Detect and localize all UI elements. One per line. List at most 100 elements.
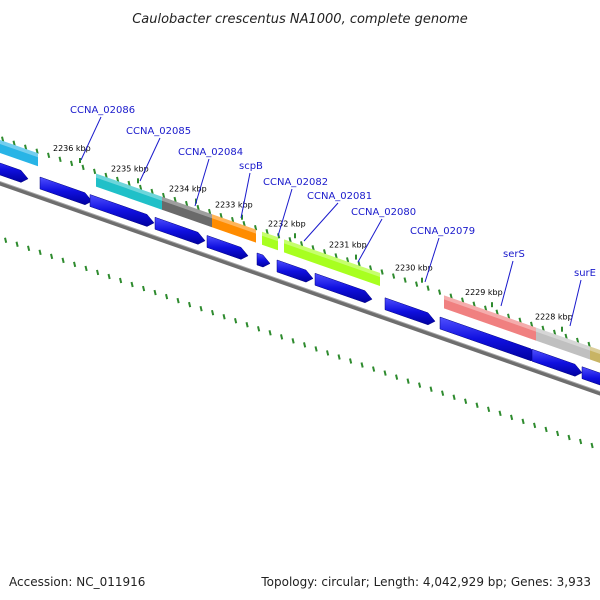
kbp-label: 2228 kbp <box>535 313 573 322</box>
gc-dot <box>268 330 272 336</box>
gene-label: serS <box>503 249 525 260</box>
gc-dot <box>291 338 295 344</box>
gene-label-group: CCNA_02085 <box>126 126 191 182</box>
feature-block <box>262 231 278 251</box>
gc-dot <box>265 229 269 235</box>
gc-dot <box>162 192 166 199</box>
gc-dot <box>449 293 453 299</box>
gene-label: CCNA_02080 <box>351 207 416 218</box>
gene-leader-line <box>240 172 251 219</box>
gc-dot <box>245 322 249 328</box>
gene-label-group: CCNA_02082 <box>263 177 328 237</box>
feature-highlight <box>536 327 590 351</box>
gc-dot <box>47 152 51 159</box>
gc-dot <box>116 176 120 183</box>
gc-dot <box>464 398 468 404</box>
gene-label-group: CCNA_02080 <box>351 207 416 263</box>
gc-dot <box>1 136 5 142</box>
gene-leader-line <box>194 158 210 207</box>
cds-track <box>0 162 600 386</box>
gc-dot <box>188 301 192 308</box>
map-title: Caulobacter crescentus NA1000, complete … <box>132 12 468 27</box>
feature-block <box>590 346 600 363</box>
gene-label: CCNA_02086 <box>70 105 135 116</box>
gc-dot <box>587 341 591 348</box>
kbp-label: 2234 kbp <box>169 185 207 194</box>
cds-arrow <box>581 366 600 386</box>
gc-dot <box>544 426 548 433</box>
feature-highlight <box>0 140 38 158</box>
gc-dot <box>360 362 364 368</box>
gene-label: CCNA_02079 <box>410 226 475 237</box>
feature-body <box>96 173 162 210</box>
cds-arrow <box>0 162 29 183</box>
gc-dot <box>475 402 479 409</box>
gc-dot <box>495 309 499 316</box>
gc-dot <box>507 313 511 320</box>
gc-dot <box>498 410 502 417</box>
gc-dot <box>372 366 376 372</box>
feature-block <box>96 173 162 210</box>
gene-label: CCNA_02084 <box>178 147 243 158</box>
kbp-label: 2231 kbp <box>329 241 367 250</box>
gc-dot <box>415 281 419 287</box>
gc-dot <box>12 140 16 146</box>
backbone <box>0 180 600 396</box>
gc-dot <box>176 297 180 304</box>
feature-body <box>444 295 536 341</box>
gc-dot <box>403 277 407 283</box>
gc-dot <box>142 285 146 292</box>
gene-leader-line <box>80 116 102 161</box>
gc-dot <box>4 237 8 243</box>
gc-dot <box>426 285 430 291</box>
gene-label: scpB <box>239 161 263 172</box>
cds-arrow <box>276 259 314 283</box>
gc-dot <box>231 216 235 223</box>
gc-dot <box>38 249 42 256</box>
gc-dot <box>199 305 203 312</box>
gc-dot <box>392 273 396 279</box>
gc-dot <box>300 241 304 247</box>
feature-highlight <box>444 295 536 332</box>
kbp-label: 2233 kbp <box>215 201 253 210</box>
gc-dot <box>288 237 292 243</box>
gene-leader-line <box>569 279 582 327</box>
gc-dot <box>349 358 353 364</box>
gc-dot <box>280 334 284 340</box>
feature-body <box>262 231 278 251</box>
gc-dot <box>242 220 246 227</box>
gc-dot <box>107 273 111 280</box>
gene-label: CCNA_02082 <box>263 177 328 188</box>
gc-dot <box>219 212 223 219</box>
gene-label-group: CCNA_02081 <box>303 191 372 242</box>
gc-dot <box>81 164 85 171</box>
gc-dot <box>196 204 200 211</box>
gc-dot <box>254 225 258 231</box>
feature-body <box>212 214 256 243</box>
gc-dot <box>533 422 537 429</box>
gc-dot <box>357 261 361 267</box>
gc-dot <box>314 346 318 352</box>
gc-dot <box>35 148 39 155</box>
gene-labels: CCNA_02086CCNA_02085CCNA_02084scpBCCNA_0… <box>70 105 596 327</box>
cds-arrow <box>89 194 155 227</box>
cds-arrow <box>384 297 436 326</box>
gene-leader-line <box>357 218 383 263</box>
feature-block <box>444 295 536 341</box>
gc-dot <box>150 188 154 195</box>
feature-highlight <box>212 214 256 234</box>
feature-track <box>0 140 600 363</box>
kbp-label: 2230 kbp <box>395 264 433 273</box>
gc-dot <box>441 390 445 396</box>
gc-dot <box>50 253 54 260</box>
gc-dot <box>429 386 433 392</box>
gene-label-group: CCNA_02084 <box>178 147 243 207</box>
gc-dot <box>96 269 100 276</box>
cds-arrow <box>531 348 583 377</box>
gc-dot <box>70 160 74 167</box>
feature-highlight <box>590 346 600 354</box>
gc-dot <box>518 317 522 324</box>
gc-dot <box>383 370 387 376</box>
gc-content-dots <box>1 136 594 449</box>
